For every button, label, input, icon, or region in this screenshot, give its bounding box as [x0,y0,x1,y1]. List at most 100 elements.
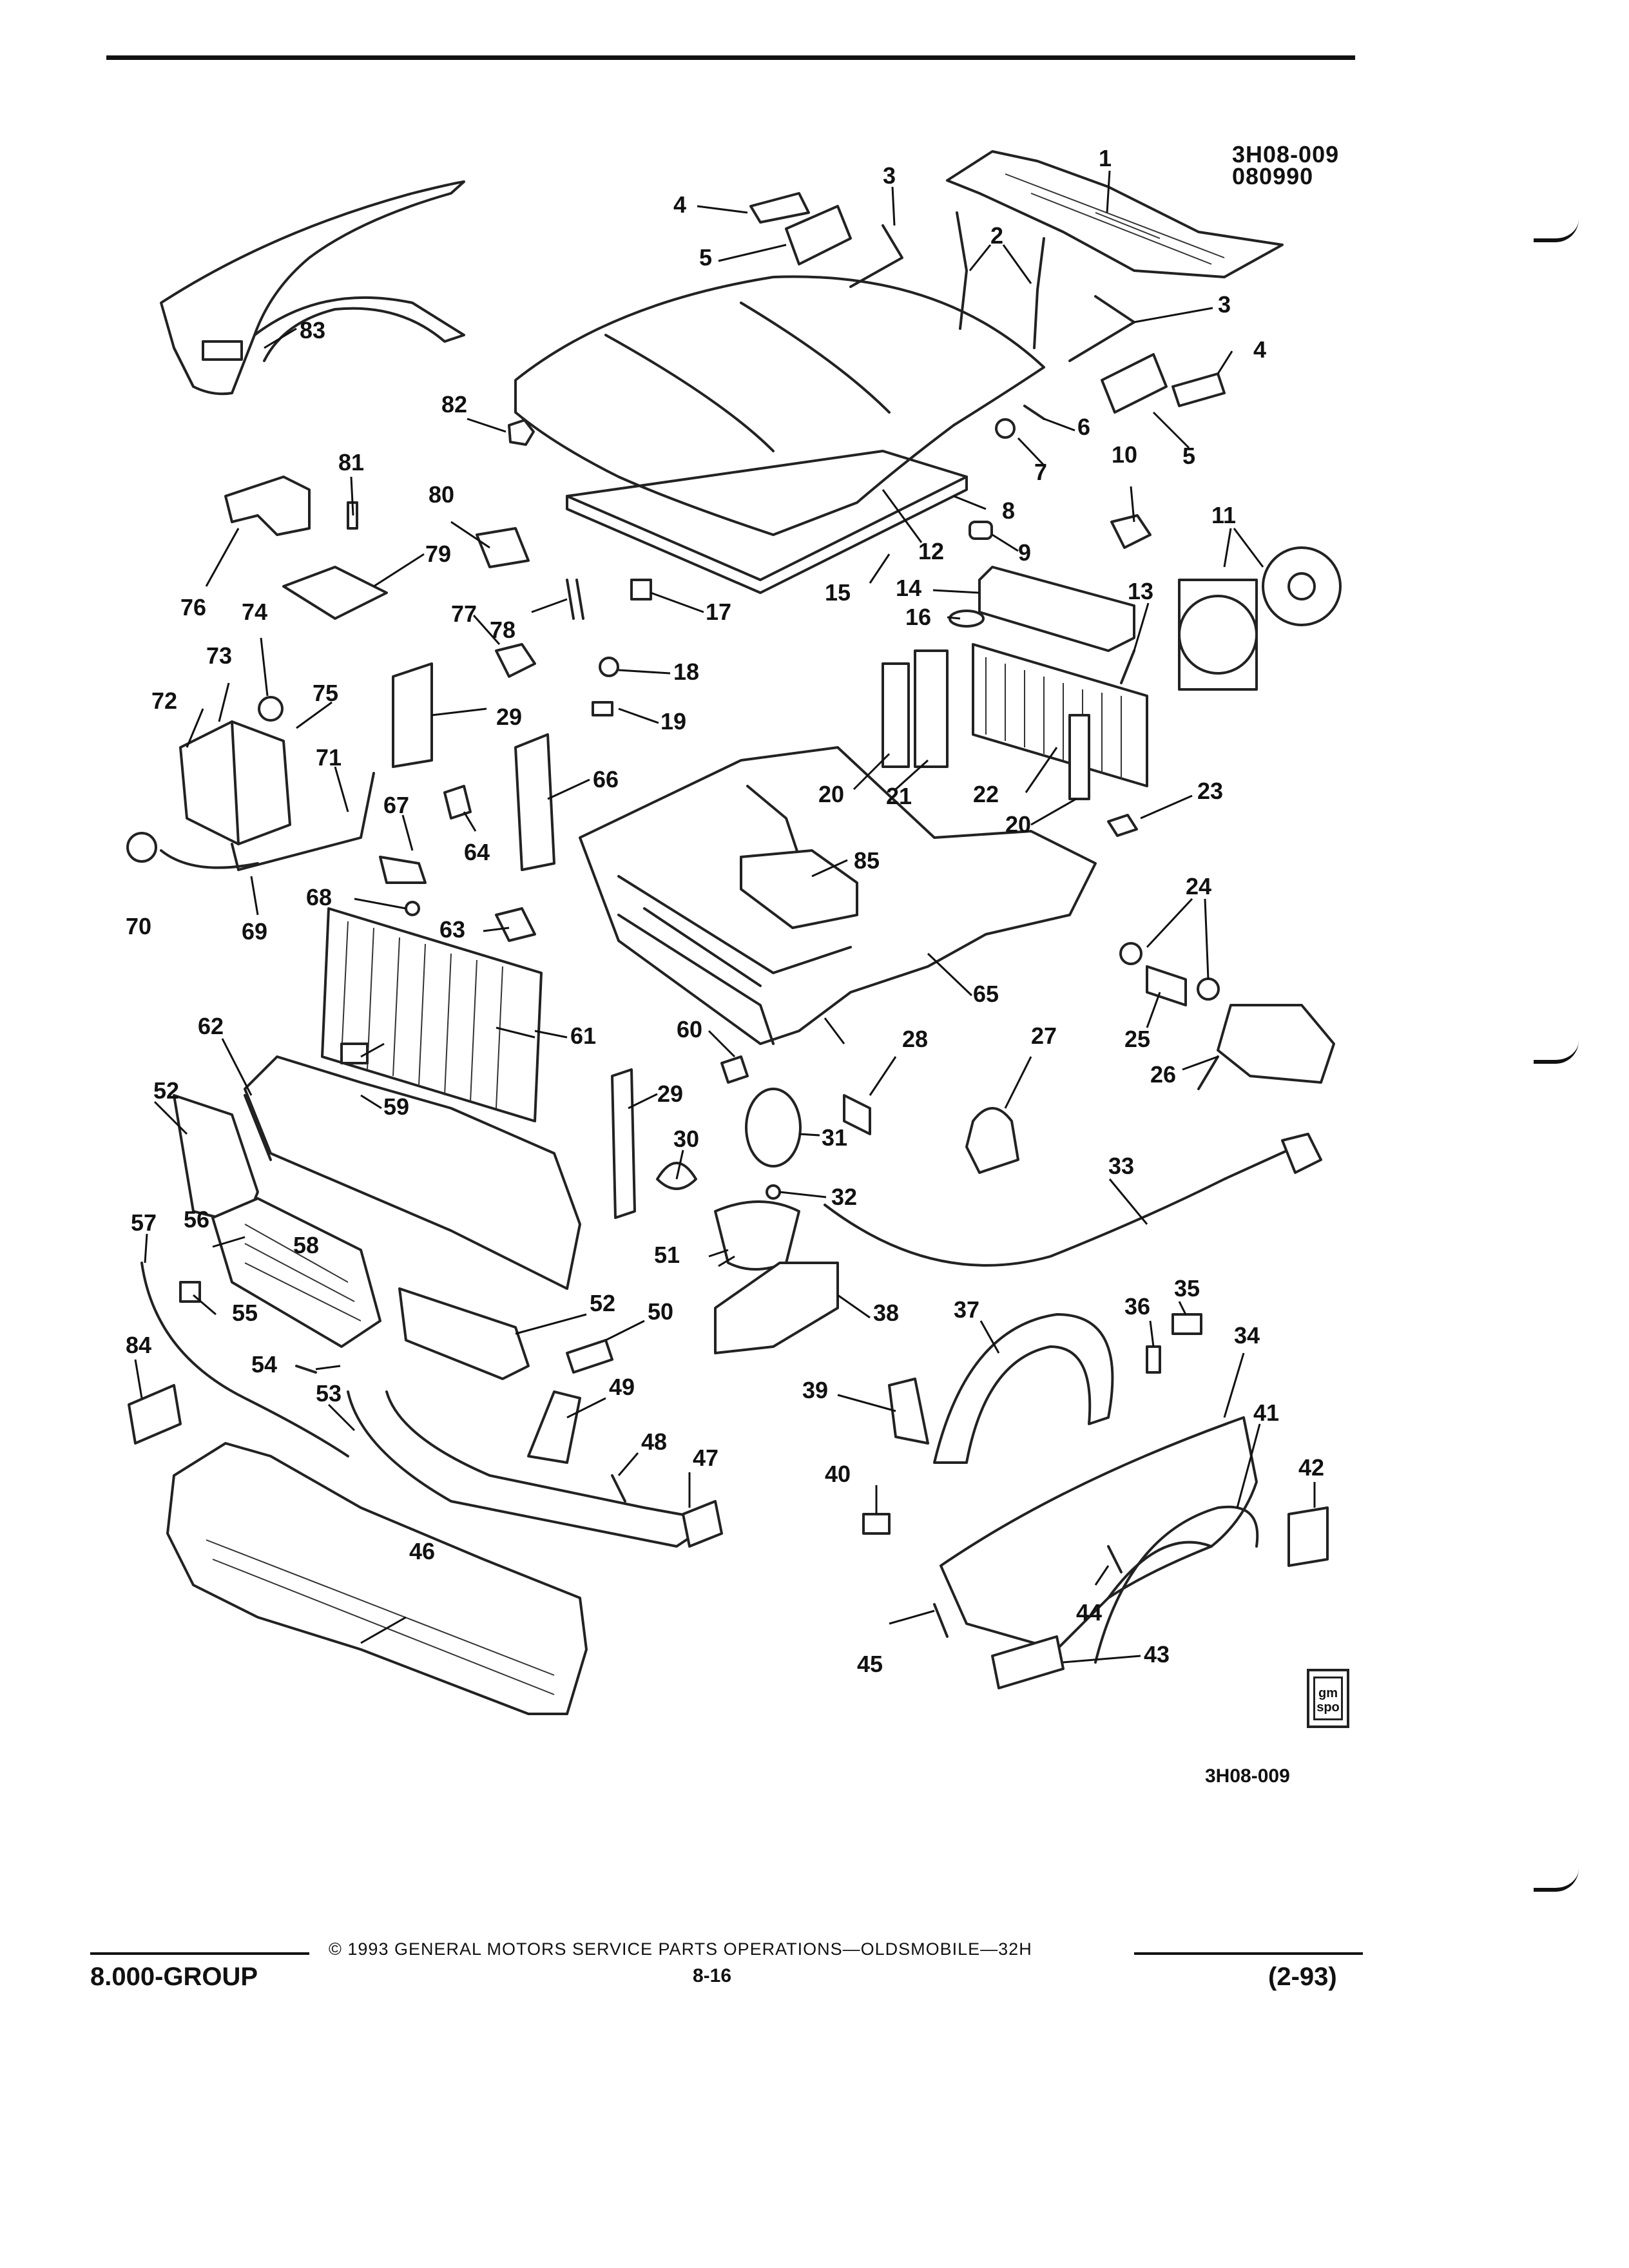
callout-2: 2 [990,222,1003,249]
part-30-strap [656,1162,697,1190]
callout-22: 22 [973,781,999,807]
callout-80: 80 [429,481,454,508]
callout-71: 71 [316,744,342,771]
callout-25: 25 [1124,1026,1150,1052]
callout-41: 41 [1253,1399,1279,1426]
footer-page-number: 8-16 [693,1965,732,1986]
callout-85: 85 [854,847,880,874]
callout-28: 28 [902,1026,928,1052]
edge-mark-bottom [1534,1869,1579,1892]
leader-lines [134,170,1316,1664]
callout-1: 1 [1099,145,1112,171]
callout-14: 14 [896,575,921,601]
figure-code-bottom: 3H08-009 [1205,1765,1290,1787]
callout-40: 40 [825,1461,851,1487]
callout-6: 6 [1077,414,1090,440]
part-78-spring [566,579,584,620]
part-83-fender-left [160,180,465,396]
callout-29b: 29 [657,1081,683,1107]
callout-42: 42 [1298,1454,1324,1481]
callout-60: 60 [677,1016,702,1043]
callout-20: 20 [818,781,844,807]
part-54-bolt [295,1365,317,1374]
part-7-bumper [995,418,1016,439]
part-25-insulator [1146,965,1187,1006]
part-67-bracket [379,856,427,884]
callout-66: 66 [593,766,619,793]
part-5-hinge-lower [1101,353,1168,414]
callout-9: 9 [1018,539,1031,566]
callout-37: 37 [954,1296,979,1323]
footer-rule-right [1134,1952,1363,1955]
part-20-seal-right [1068,714,1090,800]
part-3-hinge-lower [1068,295,1135,362]
callout-57: 57 [131,1209,157,1236]
part-29-deflector-lower [611,1068,636,1219]
callout-75: 75 [313,680,338,706]
part-4-hinge-lower [1171,372,1226,407]
callout-34: 34 [1234,1322,1260,1349]
callout-11: 11 [1211,502,1236,528]
part-66-support [514,733,555,871]
callout-77: 77 [451,601,477,627]
callout-55: 55 [232,1300,258,1326]
callout-78: 78 [490,617,516,643]
part-6-bolt [1023,405,1045,420]
part-9-clip [969,521,993,540]
part-24-grommet-b [1197,977,1220,1001]
footer-group: 8.000-GROUP [90,1963,258,1991]
callout-51: 51 [654,1242,680,1268]
callout-26: 26 [1150,1061,1176,1088]
callout-76: 76 [180,594,206,620]
callout-20b: 20 [1005,811,1031,838]
part-24-grommet-a [1119,942,1142,965]
callout-21: 21 [886,783,912,809]
part-56-grille [211,1197,381,1348]
part-71-hose [231,772,375,871]
callout-79: 79 [425,541,451,567]
callout-46: 46 [409,1538,435,1564]
callout-61: 61 [570,1023,596,1049]
gm-spo-logo-text: gm spo [1313,1677,1343,1720]
callout-numbers: 1 2 3 3 4 4 5 5 6 7 8 9 10 11 12 13 14 1… [126,145,1324,1677]
callout-58: 58 [293,1232,319,1258]
date-code: 080990 [1232,163,1314,189]
part-76-bracket [224,476,311,536]
part-44-bolt [1107,1545,1123,1573]
part-22-radiator [972,643,1148,787]
callout-84: 84 [126,1332,151,1358]
callout-49: 49 [609,1374,635,1400]
part-33-handle [1281,1133,1322,1174]
callout-18: 18 [673,658,699,685]
part-49-guard [527,1390,581,1464]
part-29-deflector-upper [392,662,433,768]
part-14-baffle [978,566,1135,652]
part-18-plug [599,657,619,677]
part-11-fan-shroud [1178,546,1342,691]
part-10-latch [1110,514,1152,549]
part-36-clip [1146,1345,1161,1374]
callout-69: 69 [242,918,267,945]
part-69-hose [160,849,259,869]
part-17-bumper [630,579,652,601]
callout-4: 4 [673,191,686,218]
callout-19: 19 [660,708,686,735]
part-32-grommet [766,1184,781,1200]
part-16-grommet [949,610,985,628]
part-35-emblem [1171,1313,1202,1335]
part-27-horn [965,1107,1019,1174]
callout-7: 7 [1034,459,1047,485]
callout-82: 82 [441,391,467,418]
part-38-brace [714,1262,839,1354]
callout-4b: 4 [1253,336,1266,363]
part-82-clip [508,419,535,446]
edge-mark-top [1534,219,1579,242]
callout-29: 29 [496,704,522,730]
callout-27: 27 [1031,1023,1057,1049]
callout-52b: 52 [590,1290,615,1316]
part-33-release-cable [824,1146,1296,1267]
callout-81: 81 [338,449,364,476]
top-rule [106,55,1355,60]
callout-39: 39 [802,1377,828,1403]
